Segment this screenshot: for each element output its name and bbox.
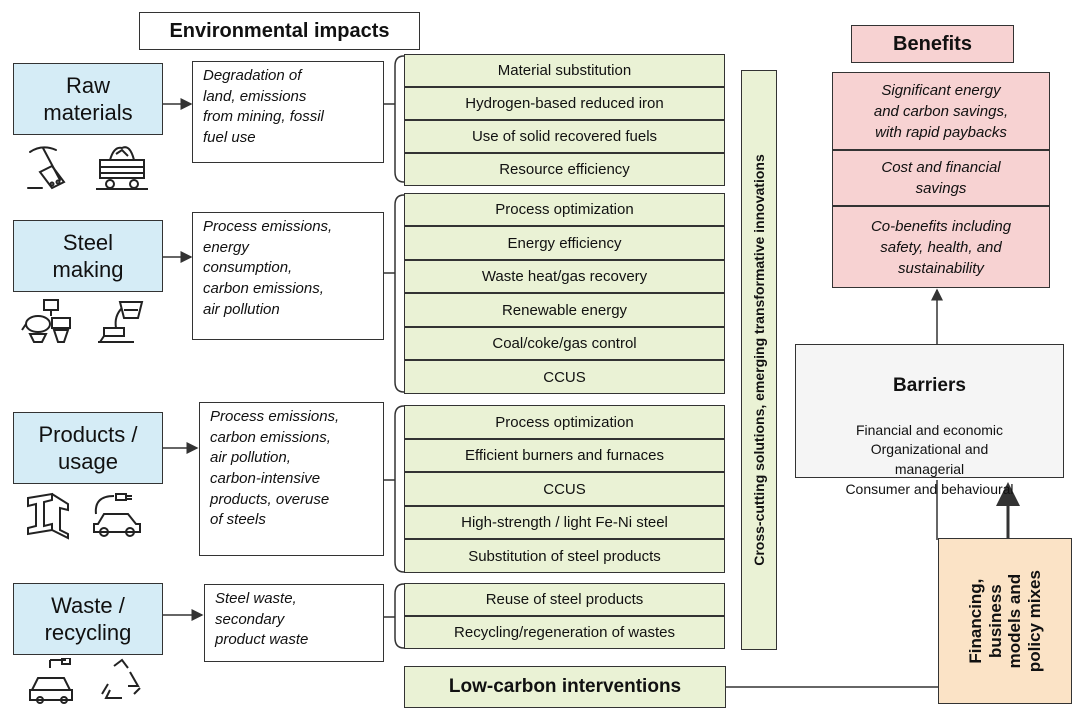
impact-steel-making: Process emissions, energy consumption, c… (192, 212, 384, 340)
bracket-waste (394, 583, 405, 649)
recycle-icon (101, 658, 141, 699)
benefit-item: Cost and financial savings (832, 150, 1050, 206)
intervention-item: High-strength / light Fe-Ni steel (404, 506, 725, 539)
intervention-item: Process optimization (404, 405, 725, 439)
stage-steel-making: Steel making (13, 220, 163, 292)
financing-label: Financing, business models and policy mi… (965, 569, 1044, 673)
intervention-item: Reuse of steel products (404, 583, 725, 616)
intervention-item: CCUS (404, 360, 725, 394)
intervention-item: Waste heat/gas recovery (404, 260, 725, 293)
stage-raw-materials: Raw materials (13, 63, 163, 135)
benefit-item: Co-benefits including safety, health, an… (832, 206, 1050, 288)
impact-raw-materials: Degradation of land, emissions from mini… (192, 61, 384, 163)
intervention-item: Energy efficiency (404, 226, 725, 260)
bracket-raw-materials (394, 55, 405, 183)
impact-products-usage: Process emissions, carbon emissions, air… (199, 402, 384, 556)
environmental-impacts-header: Environmental impacts (139, 12, 420, 50)
intervention-item: Hydrogen-based reduced iron (404, 87, 725, 120)
barriers-title: Barriers (893, 374, 966, 396)
furnace-icon (21, 299, 71, 343)
financing-box: Financing, business models and policy mi… (938, 538, 1072, 704)
intervention-item: Resource efficiency (404, 153, 725, 186)
low-carbon-interventions: Low-carbon interventions (404, 666, 726, 708)
electric-car-icon (93, 493, 141, 537)
steel-beam-icon (27, 492, 69, 540)
intervention-item: Efficient burners and furnaces (404, 439, 725, 472)
impact-waste-recycling: Steel waste, secondary product waste (204, 584, 384, 662)
cross-cutting-label: Cross-cutting solutions, emerging transf… (751, 154, 767, 566)
mine-cart-icon (96, 146, 148, 190)
bracket-steel-making (394, 194, 405, 393)
car-crane-icon (29, 658, 73, 704)
barriers-box: Barriers Financial and economic Organiza… (795, 344, 1064, 497)
barriers-text: Financial and economic Organizational an… (845, 421, 1014, 497)
stage-products-usage: Products / usage (13, 412, 163, 484)
intervention-item: Recycling/regeneration of wastes (404, 616, 725, 649)
cross-cutting-solutions: Cross-cutting solutions, emerging transf… (741, 70, 777, 650)
benefits-header: Benefits (851, 25, 1014, 63)
intervention-item: Renewable energy (404, 293, 725, 327)
intervention-item: Coal/coke/gas control (404, 327, 725, 360)
stage-waste-recycling: Waste / recycling (13, 583, 163, 655)
bracket-products (394, 405, 405, 573)
intervention-item: Use of solid recovered fuels (404, 120, 725, 153)
intervention-item: Material substitution (404, 54, 725, 87)
intervention-item: CCUS (404, 472, 725, 506)
ladle-pour-icon (98, 301, 144, 343)
pickaxe-icon (27, 146, 66, 190)
intervention-item: Substitution of steel products (404, 539, 725, 573)
intervention-item: Process optimization (404, 193, 725, 226)
benefit-item: Significant energy and carbon savings, w… (832, 72, 1050, 150)
